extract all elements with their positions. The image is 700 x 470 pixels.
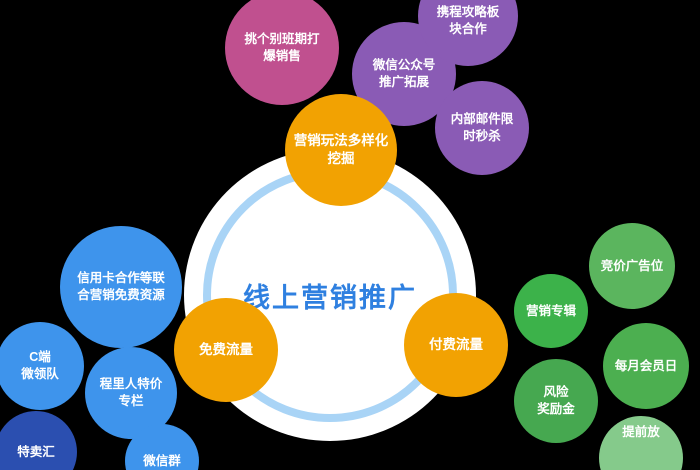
bubble-label: 提前放 bbox=[622, 425, 660, 439]
bubble-monthly-member-day: 每月会员日 bbox=[603, 323, 689, 409]
bubble-internal-email-seckill: 内部邮件限 时秒杀 bbox=[435, 81, 529, 175]
bubble-label: 内部邮件限 时秒杀 bbox=[450, 112, 514, 143]
bubble-label: 微信公众号 推广拓展 bbox=[372, 58, 436, 89]
bubble-chengliren-special-column: 程里人特价 专栏 bbox=[85, 347, 177, 439]
bubble-label: 竞价广告位 bbox=[600, 258, 664, 273]
bubble-label: 挑个别班期打 爆销售 bbox=[244, 32, 320, 63]
bubble-label: 携程攻略板 块合作 bbox=[436, 5, 500, 37]
central-topic-label: 线上营销推广 bbox=[243, 282, 417, 313]
bubble-flash-sale-schedule: 挑个别班期打 爆销售 bbox=[225, 0, 339, 105]
bubble-marketing-album: 营销专辑 bbox=[514, 274, 588, 348]
bubble-temaihui: 特卖汇 bbox=[0, 411, 77, 470]
hub-label: 免费流量 bbox=[199, 341, 253, 357]
hub-free-traffic: 免费流量 bbox=[174, 298, 278, 402]
bubble-c-end-micro-leader: C端 微领队 bbox=[0, 322, 84, 410]
bubble-risk-bonus: 风险 奖励金 bbox=[514, 359, 598, 443]
bubble-label: 特卖汇 bbox=[17, 444, 55, 459]
hub-marketing-tactics: 营销玩法多样化 挖掘 bbox=[285, 94, 397, 206]
bubble-label: 风险 奖励金 bbox=[537, 385, 575, 416]
bubble-label: 每月会员日 bbox=[614, 358, 678, 373]
bubble-label: 程里人特价 专栏 bbox=[99, 377, 163, 408]
hub-paid-traffic: 付费流量 bbox=[404, 293, 508, 397]
hub-label: 营销玩法多样化 挖掘 bbox=[293, 132, 389, 166]
bubble-early-release: 提前放 bbox=[599, 416, 683, 470]
bubble-label: 信用卡合作等联 合营销免费资源 bbox=[77, 271, 165, 302]
bubble-bidding-ad-slot: 竞价广告位 bbox=[589, 223, 675, 309]
bubble-label: 营销专辑 bbox=[525, 303, 576, 318]
bubble-label: 微信群 bbox=[143, 453, 181, 468]
bubble-credit-card-coop: 信用卡合作等联 合营销免费资源 bbox=[60, 226, 182, 348]
hub-label: 付费流量 bbox=[429, 336, 483, 352]
bubble-label: C端 微领队 bbox=[21, 350, 59, 381]
